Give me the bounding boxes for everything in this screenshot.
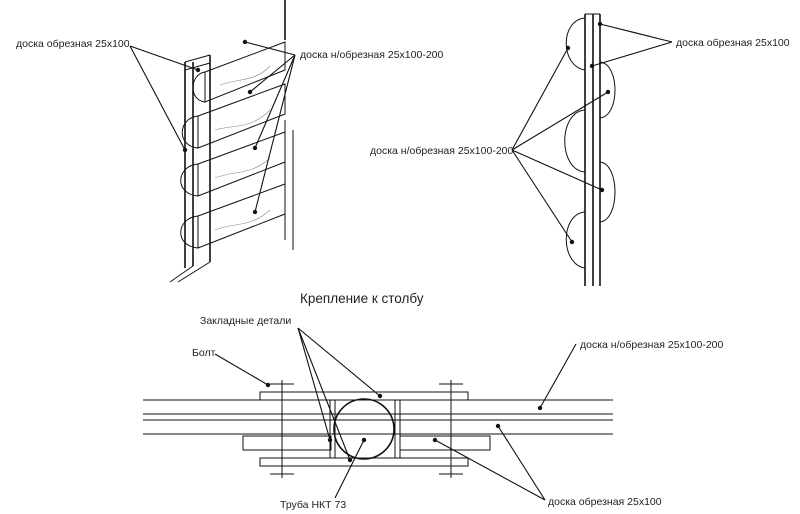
dot-bottom-edged-b <box>495 423 501 429</box>
left-leader-unedged-1 <box>244 41 296 56</box>
left-dot-unedged-2 <box>247 89 253 95</box>
right-dot-edged-b <box>589 63 595 69</box>
right-dot-unedged-1 <box>565 45 571 51</box>
label-pipe: Труба НКТ 73 <box>280 499 346 511</box>
left-unedged-board-3-end <box>180 163 199 197</box>
dot-pipe <box>361 437 367 443</box>
left-unedged-board-2 <box>197 83 286 149</box>
edged-board-right <box>399 435 491 451</box>
left-leader-unedged-3 <box>254 54 296 149</box>
leader-embedded-a <box>297 327 381 397</box>
right-leader-unedged-4 <box>511 149 573 243</box>
left-board-4-grain <box>214 209 271 231</box>
left-board-3-grain <box>214 157 271 179</box>
left-bottom-slant <box>169 265 194 283</box>
right-left-board-1 <box>565 17 586 71</box>
right-leader-unedged-3 <box>511 149 603 191</box>
label-bottom-unedged: доска н/обрезная 25х100-200 <box>580 339 723 351</box>
left-leader-unedged-2 <box>249 54 296 93</box>
left-board-2-grain <box>214 109 271 131</box>
left-dot-edged-b <box>195 67 201 73</box>
edged-board-left <box>242 435 332 451</box>
left-unedged-board-1-end <box>192 71 206 103</box>
right-dot-unedged-3 <box>599 187 605 193</box>
right-section-view: доска обрезная 25х100 доска н/обрезная 2… <box>370 13 790 286</box>
embedded-plate-bottom <box>259 457 469 467</box>
leader-bolt <box>214 353 269 386</box>
right-dot-edged-a <box>597 21 603 27</box>
left-unedged-board-4-end <box>180 215 199 249</box>
dot-bolt <box>265 382 271 388</box>
left-leader-unedged-4 <box>254 54 296 213</box>
label-left-edged: доска обрезная 25х100 <box>16 38 130 50</box>
left-unedged-board-3 <box>197 131 286 197</box>
left-vertical-board-top <box>184 54 211 63</box>
bottom-post-mounting-view: Крепление к столбу <box>143 291 723 511</box>
leader-embedded-b <box>297 327 331 441</box>
label-right-edged: доска обрезная 25х100 <box>676 37 790 49</box>
left-board-1-grain <box>219 65 271 86</box>
left-leader-edged-b <box>129 45 199 71</box>
pipe-circle <box>333 398 395 460</box>
right-left-board-2 <box>564 109 586 173</box>
dot-embedded-b <box>327 437 333 443</box>
label-bottom-edged: доска обрезная 25х100 <box>548 496 662 508</box>
left-dot-unedged-4 <box>252 209 258 215</box>
dot-embedded-c <box>347 457 353 463</box>
right-leader-unedged-1 <box>511 47 569 151</box>
left-leader-edged-a <box>129 45 186 151</box>
left-bottom-slant-2 <box>177 261 211 283</box>
leader-bottom-unedged <box>539 343 577 409</box>
right-dot-unedged-4 <box>569 239 575 245</box>
left-unedged-board-4 <box>197 183 286 249</box>
right-leader-unedged-2 <box>511 91 609 151</box>
left-unedged-board-1 <box>204 41 286 103</box>
label-left-unedged: доска н/обрезная 25х100-200 <box>300 49 443 61</box>
section-title: Крепление к столбу <box>300 291 424 306</box>
left-vertical-board-top-2 <box>184 62 211 71</box>
leader-bottom-edged-b <box>497 425 546 501</box>
right-right-board-2 <box>599 161 616 223</box>
left-perspective-view: доска обрезная 25х100 доска н/обрезная 2… <box>16 0 443 283</box>
right-dot-unedged-2 <box>605 89 611 95</box>
leader-pipe <box>334 439 365 499</box>
label-embedded: Закладные детали <box>200 315 291 327</box>
right-right-board-1 <box>599 61 616 119</box>
dot-bottom-edged-a <box>432 437 438 443</box>
leader-embedded-c <box>297 327 351 461</box>
left-dot-unedged-3 <box>252 145 258 151</box>
left-dot-edged-a <box>182 147 188 153</box>
leader-bottom-edged-a <box>434 439 546 501</box>
right-leader-edged-a <box>599 23 673 43</box>
right-left-board-3 <box>565 211 586 269</box>
label-right-unedged: доска н/обрезная 25х100-200 <box>370 145 513 157</box>
dot-embedded-a <box>377 393 383 399</box>
right-leader-edged-b <box>591 41 673 67</box>
left-unedged-board-2-end <box>181 115 199 149</box>
embedded-plate-top <box>259 391 469 401</box>
label-bolt: Болт <box>192 347 216 359</box>
left-dot-unedged-1 <box>242 39 248 45</box>
dot-bottom-unedged <box>537 405 543 411</box>
